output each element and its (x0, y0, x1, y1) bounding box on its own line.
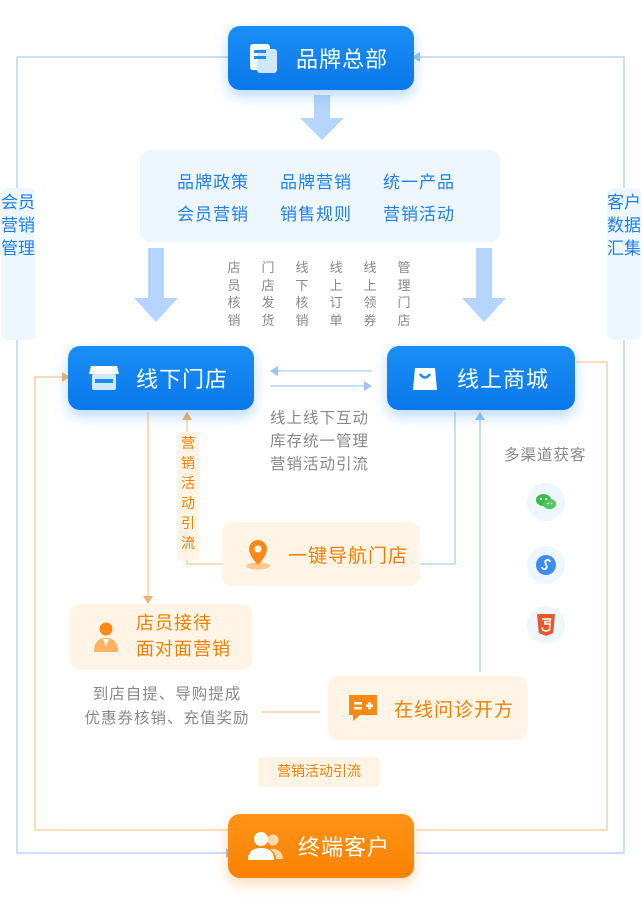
wechat-channel[interactable] (527, 483, 565, 521)
brand-hq-node[interactable]: 品牌总部 (228, 26, 414, 90)
brand-hq-label: 品牌总部 (296, 48, 389, 73)
policy-item: 统一产品 (383, 173, 455, 193)
column-label: 店员核销 (227, 261, 241, 329)
description-line: 线上线下互动 (270, 409, 370, 427)
services-line: 到店自提、导购提成 (92, 685, 242, 703)
column-label: 线下核销 (295, 261, 309, 329)
navigate-store-label: 一键导航门店 (288, 544, 409, 567)
h5-channel[interactable] (527, 606, 565, 644)
wechat-icon (536, 494, 556, 510)
services-line: 优惠券核销、充值奖励 (84, 709, 250, 727)
customer-data-label: 客户数据汇集 (607, 188, 641, 340)
users-icon (246, 828, 286, 864)
multichannel-label: 多渠道获客 (504, 446, 587, 464)
clerk-line: 店员接待 (136, 613, 212, 634)
clerk-line: 面对面营销 (136, 639, 231, 660)
mini-program-channel[interactable] (527, 546, 565, 584)
middle-description: 线上线下互动 库存统一管理 营销活动引流 (270, 407, 390, 476)
marketing-drainage-tag: 营销活动引流 (177, 432, 199, 560)
policy-item: 营销活动 (383, 205, 455, 225)
clerk-text: 店员接待 面对面营销 (136, 611, 231, 663)
column-label: 线上领券 (363, 261, 377, 329)
policy-item: 品牌营销 (280, 173, 352, 193)
offline-store-label: 线下门店 (136, 368, 229, 393)
store-services-text: 到店自提、导购提成 优惠券核销、充值奖励 (72, 682, 262, 730)
bag-icon (407, 360, 443, 396)
policy-item: 会员营销 (177, 205, 249, 225)
chat-icon (349, 695, 377, 721)
html5-icon (537, 614, 555, 636)
column-label: 管理门店 (397, 261, 411, 329)
clerk-reception-node[interactable]: 店员接待 面对面营销 (70, 604, 252, 670)
person-icon (94, 622, 118, 652)
terminal-customer-label: 终端客户 (298, 836, 391, 861)
description-line: 营销活动引流 (270, 455, 370, 473)
navigate-store-node[interactable]: 一键导航门店 (222, 522, 420, 586)
online-consult-label: 在线问诊开方 (394, 698, 515, 721)
document-icon (246, 40, 282, 76)
column-label: 门店发货 (261, 261, 275, 329)
column-label: 线上订单 (329, 261, 343, 329)
location-pin-icon (246, 540, 270, 570)
store-icon (86, 360, 122, 396)
hq-policy-panel: 品牌政策 品牌营销 统一产品 会员营销 销售规则 营销活动 (140, 150, 500, 242)
terminal-customer-node[interactable]: 终端客户 (228, 814, 414, 878)
member-marketing-label: 会员营销管理 (1, 188, 35, 340)
policy-item: 品牌政策 (177, 173, 249, 193)
bottom-marketing-tag: 营销活动引流 (258, 757, 380, 787)
offline-store-node[interactable]: 线下门店 (68, 346, 254, 410)
online-mall-node[interactable]: 线上商城 (387, 346, 575, 410)
online-consult-node[interactable]: 在线问诊开方 (328, 676, 528, 740)
mini-program-icon (536, 555, 556, 575)
description-line: 库存统一管理 (270, 432, 370, 450)
online-mall-label: 线上商城 (457, 368, 550, 393)
policy-item: 销售规则 (280, 205, 352, 225)
